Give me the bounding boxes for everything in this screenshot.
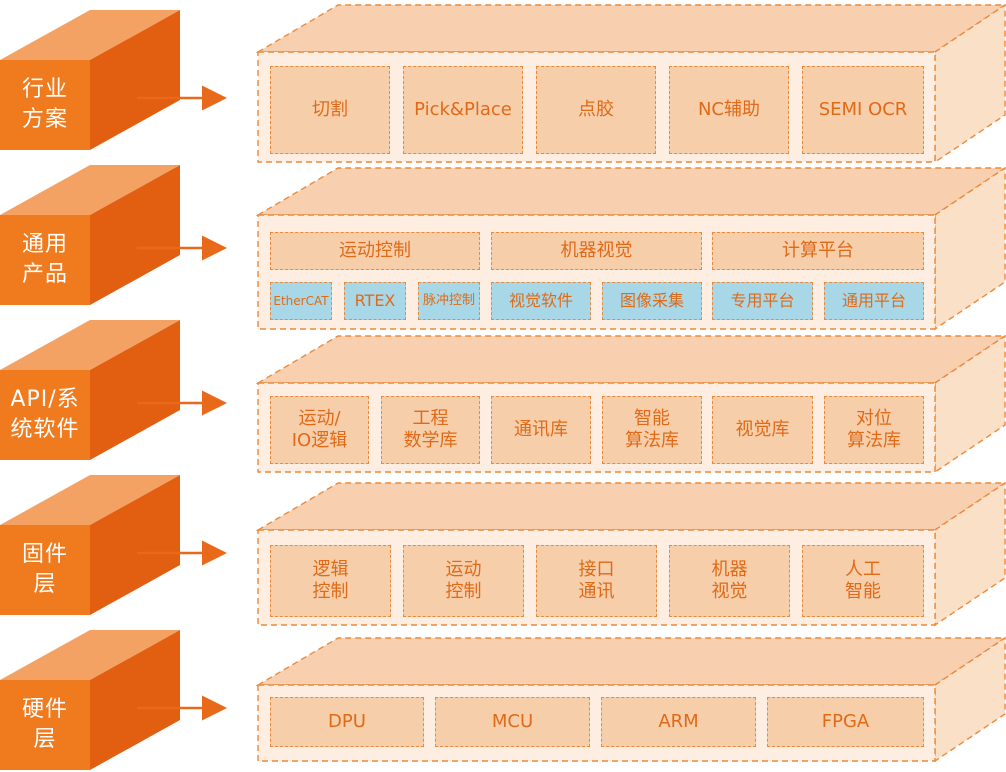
cube-layer-5	[0, 630, 180, 770]
layer-label-line: 产品	[21, 262, 68, 287]
sub-general-platform: 通用平台	[824, 282, 924, 320]
layer-label-line: 层	[33, 572, 57, 597]
cube-layer-3	[0, 320, 180, 460]
layer-label-general-products: 通用 产品	[0, 230, 90, 290]
group-motion-control: 运动控制	[270, 232, 480, 270]
cell-vision-lib: 视觉库	[712, 396, 813, 464]
cell-line: 控制	[312, 581, 349, 602]
layer-label-api-system-software: API/系 统软件	[0, 385, 90, 445]
layer-label-line: 行业	[21, 77, 68, 102]
cell-motion-io-logic: 运动/ IO逻辑	[270, 396, 369, 464]
sub-image-acquisition: 图像采集	[602, 282, 702, 320]
layer-label-line: 硬件	[21, 697, 68, 722]
layer-label-line: 通用	[21, 232, 68, 257]
cell-line: 智能	[634, 408, 670, 429]
layer-label-line: API/系	[10, 387, 80, 412]
sub-rtex: RTEX	[344, 282, 406, 320]
layer-label-line: 统软件	[10, 417, 80, 442]
cell-line: 工程	[412, 408, 449, 429]
cell-line: 通讯	[578, 581, 615, 602]
cell-line: 算法库	[625, 430, 679, 451]
cell-line: IO逻辑	[291, 430, 348, 451]
cell-line: 视觉	[711, 581, 748, 602]
sub-pulse-control: 脉冲控制	[418, 282, 480, 320]
cell-interface-communication: 接口 通讯	[536, 545, 657, 617]
cell-line: 算法库	[847, 430, 901, 451]
group-machine-vision: 机器视觉	[491, 232, 702, 270]
cell-line: 视觉库	[735, 419, 790, 440]
slab-layer-3	[255, 334, 1006, 474]
cell-engineering-math-lib: 工程 数学库	[381, 396, 480, 464]
layer-label-line: 层	[33, 727, 57, 752]
cube-layer-2	[0, 165, 180, 305]
cell-dpu: DPU	[270, 697, 424, 747]
cell-semi-ocr: SEMI OCR	[802, 66, 924, 154]
cell-intelligent-algorithm-lib: 智能 算法库	[602, 396, 702, 464]
cell-fpga: FPGA	[767, 697, 924, 747]
cell-communication-lib: 通讯库	[491, 396, 591, 464]
cell-line: 逻辑	[312, 559, 349, 580]
cell-mcu: MCU	[435, 697, 590, 747]
cube-layer-1	[0, 10, 180, 150]
cube-layer-4	[0, 475, 180, 615]
sub-vision-software: 视觉软件	[491, 282, 591, 320]
layer-label-line: 固件	[21, 542, 68, 567]
cell-arm: ARM	[601, 697, 756, 747]
cell-line: 运动	[445, 559, 482, 580]
cell-logic-control: 逻辑 控制	[270, 545, 391, 617]
cell-line: 机器	[711, 559, 748, 580]
cell-alignment-algorithm-lib: 对位 算法库	[824, 396, 924, 464]
cell-line: 人工	[845, 559, 881, 580]
cell-motion-control: 运动 控制	[403, 545, 524, 617]
sub-dedicated-platform: 专用平台	[712, 282, 813, 320]
layer-label-line: 方案	[21, 107, 68, 132]
sub-ethercat: EtherCAT	[270, 282, 332, 320]
cell-pick-and-place: Pick&Place	[403, 66, 523, 154]
cell-line: 通讯库	[514, 419, 568, 440]
cell-artificial-intelligence: 人工 智能	[802, 545, 924, 617]
cell-line: 运动/	[298, 408, 341, 429]
layer-label-hardware: 硬件 层	[0, 695, 90, 755]
cell-line: 数学库	[403, 430, 458, 451]
group-computing-platform: 计算平台	[712, 232, 924, 270]
cell-cutting: 切割	[270, 66, 390, 154]
layer-label-firmware: 固件 层	[0, 540, 90, 600]
layer-label-industry-solution: 行业 方案	[0, 75, 90, 135]
cell-line: 对位	[856, 408, 892, 429]
cell-dispensing: 点胶	[536, 66, 656, 154]
cell-line: 智能	[845, 581, 881, 602]
cell-line: 控制	[445, 581, 482, 602]
cell-line: 接口	[578, 559, 615, 580]
cell-nc-assist: NC辅助	[669, 66, 789, 154]
cell-machine-vision: 机器 视觉	[669, 545, 790, 617]
